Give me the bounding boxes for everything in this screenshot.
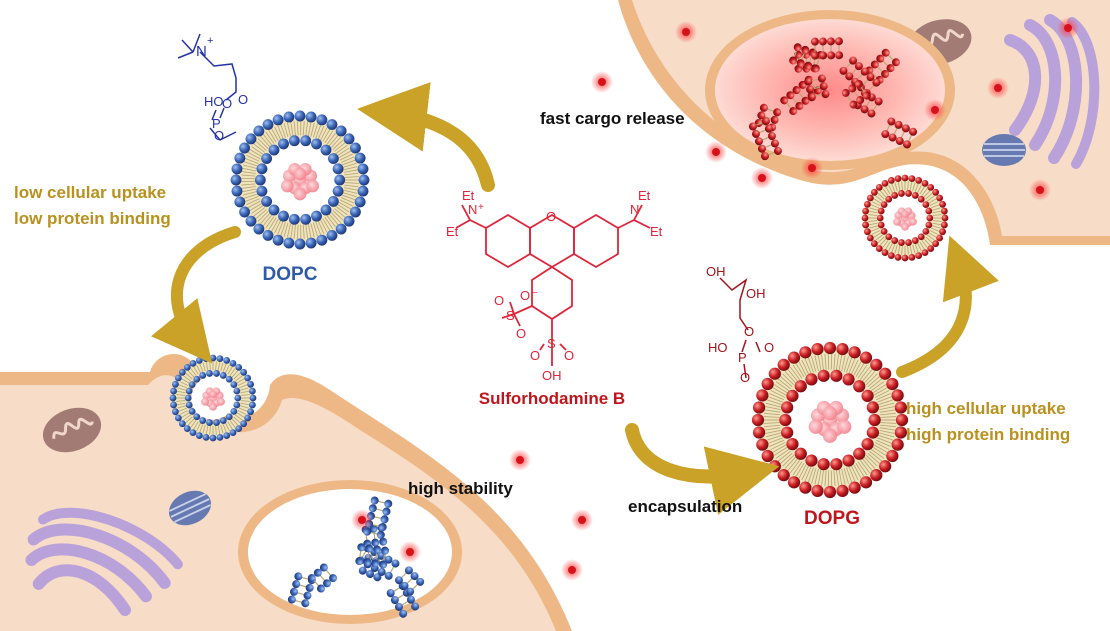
stability-endosome (238, 480, 462, 624)
endoplasmic-reticulum-icon (982, 134, 1026, 166)
dye-particle-icon (351, 509, 373, 531)
srb-hydroxyl: OH (542, 368, 562, 383)
dopc-structure: N + O HO P O O (178, 34, 248, 143)
dopg-hydroxyl-mid: OH (746, 286, 766, 301)
dye-particle-icon (675, 21, 697, 43)
dopc-liposome-icon (231, 111, 370, 250)
dopg-oxygen-bottom: O (740, 370, 750, 385)
srb-sulfur-1: S (506, 308, 515, 323)
high-binding-label: high protein binding (906, 425, 1070, 444)
arrow-dopc-to-cell (177, 232, 235, 345)
dopg-structure: OH OH O HO P O O (706, 264, 774, 385)
dopg-liposome-icon (752, 342, 908, 498)
sulforhodamine-structure: Et N + Et O Et N Et S O O O − S O O OH (446, 188, 663, 383)
dopg-phosphorus: P (738, 350, 747, 365)
dye-particle-icon (924, 99, 946, 121)
high-stability-label: high stability (408, 479, 513, 498)
endocytosed-dopg-liposome-icon (862, 175, 949, 262)
high-uptake-label: high cellular uptake (906, 399, 1066, 418)
arrow-to-dopc (385, 112, 488, 185)
dye-particle-icon (561, 559, 583, 581)
dopc-hydroxyl: HO (204, 94, 224, 109)
dopc-oxo: O (238, 92, 248, 107)
srb-ring-oxygen: O (546, 209, 556, 224)
sulforhodamine-label: Sulforhodamine B (479, 389, 625, 408)
dye-particle-icon (591, 71, 613, 93)
dye-particle-icon (751, 167, 773, 189)
srb-sulfur-2: S (547, 336, 556, 351)
dopg-oxygen-top: O (744, 324, 754, 339)
release-endosome (705, 10, 955, 170)
srb-s2-oxygen-2: O (564, 348, 574, 363)
dopg-label: DOPG (804, 508, 860, 529)
srb-ethyl-2: Et (446, 224, 459, 239)
dopc-oxygen-bottom: O (214, 128, 224, 143)
srb-s1-oxygen-2: O (516, 326, 526, 341)
srb-negative-charge: − (532, 288, 538, 299)
dye-particle-icon (509, 449, 531, 471)
dopc-charge: + (207, 35, 213, 47)
dye-particle-icon (987, 77, 1009, 99)
srb-s2-oxygen-1: O (530, 348, 540, 363)
dye-particle-icon (705, 141, 727, 163)
srb-ethyl-4: Et (650, 224, 663, 239)
dye-particle-icon (801, 157, 823, 179)
dopc-label: DOPC (263, 264, 318, 285)
arrow-to-dopg (632, 430, 752, 477)
dopc-nitrogen: N (196, 43, 207, 60)
dye-particle-icon (1057, 17, 1079, 39)
dopg-hydroxyl-top: OH (706, 264, 726, 279)
dopc-oxygen-top: O (222, 96, 232, 111)
dye-particle-icon (571, 509, 593, 531)
srb-ethyl-3: Et (638, 188, 651, 203)
arrow-dopg-to-cell (902, 258, 966, 372)
encapsulation-label: encapsulation (628, 497, 742, 516)
srb-charge: + (478, 202, 484, 213)
low-uptake-label: low cellular uptake (14, 183, 166, 202)
dye-particle-icon (399, 541, 421, 563)
low-binding-label: low protein binding (14, 209, 171, 228)
dye-particle-icon (1029, 179, 1051, 201)
dopg-oxo: O (764, 340, 774, 355)
srb-s1-oxygen-3: O (520, 288, 530, 303)
dopg-hydroxyl: HO (708, 340, 728, 355)
fast-release-label: fast cargo release (540, 109, 685, 128)
srb-nitrogen-1: N (468, 202, 477, 217)
srb-nitrogen-2: N (630, 202, 639, 217)
srb-ethyl-1: Et (462, 188, 475, 203)
srb-s1-oxygen-1: O (494, 293, 504, 308)
